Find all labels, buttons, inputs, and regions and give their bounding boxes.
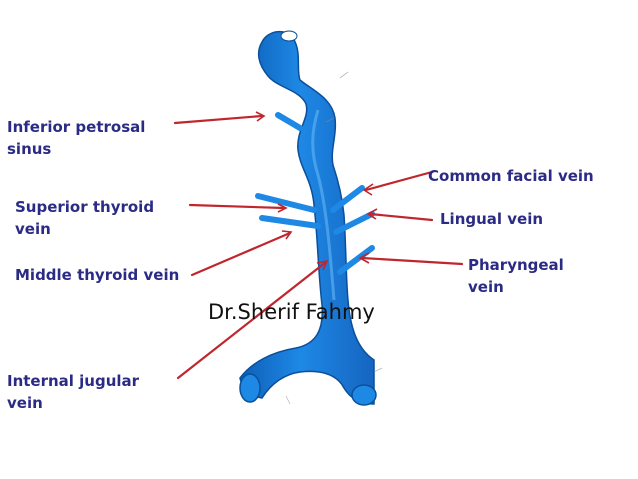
pointer-superior-thyroid <box>188 203 286 210</box>
label-common-facial-vein: Common facial vein <box>428 167 594 185</box>
label-internal-jugular-vein: Internal jugular vein <box>7 370 139 414</box>
vein-cut-end-left <box>239 373 261 403</box>
arrowhead-common-facial <box>362 183 374 196</box>
label-superior-thyroid-vein-line2: vein <box>15 220 51 238</box>
label-pharyngeal-vein-line1: Pharyngeal <box>468 256 564 274</box>
pencil-mark-1 <box>339 71 349 79</box>
common-facial-vein-branch <box>330 185 365 213</box>
label-internal-jugular-vein-line2: vein <box>7 394 43 412</box>
label-lingual-vein: Lingual vein <box>440 210 544 228</box>
pencil-mark-3 <box>373 367 383 373</box>
label-pharyngeal-vein-line2: vein <box>468 278 504 296</box>
pointer-lingual <box>368 212 434 222</box>
superior-thyroid-vein-branch <box>255 193 317 213</box>
pointer-internal-jugular <box>176 260 328 380</box>
label-internal-jugular-vein-line1: Internal jugular <box>7 372 140 390</box>
arrowhead-internal-jugular <box>316 259 329 271</box>
pencil-marks <box>285 71 383 405</box>
internal-jugular-vein-shape <box>239 30 375 405</box>
label-superior-thyroid-vein: Superior thyroid vein <box>15 196 154 240</box>
pencil-mark-4 <box>285 395 291 405</box>
label-inferior-petrosal-sinus: Inferior petrosal sinus <box>7 116 145 160</box>
label-middle-thyroid-vein: Middle thyroid vein <box>15 266 180 284</box>
arrowhead-superior-thyroid <box>277 203 288 213</box>
author-credit: Dr.Sherif Fahmy <box>208 300 375 324</box>
label-pharyngeal-vein: Pharyngeal vein <box>468 254 564 298</box>
middle-thyroid-vein-branch <box>259 215 321 229</box>
arrowhead-middle-thyroid <box>281 230 293 240</box>
label-inferior-petrosal-sinus-line1: Inferior petrosal <box>7 118 146 136</box>
pointer-middle-thyroid <box>190 231 292 277</box>
pointer-inferior-petrosal <box>173 114 264 125</box>
arrowhead-pharyngeal <box>358 252 370 264</box>
lingual-vein-branch <box>333 211 375 235</box>
label-superior-thyroid-vein-line1: Superior thyroid <box>15 198 155 216</box>
pointer-lines <box>173 114 464 380</box>
pencil-mark-2 <box>325 117 335 123</box>
pointer-pharyngeal <box>360 256 464 266</box>
pharyngeal-vein-branch <box>337 245 375 275</box>
pointer-common-facial <box>364 170 434 192</box>
inferior-petrosal-sinus-branch <box>275 112 303 131</box>
vein-cut-end-right <box>351 384 377 406</box>
jugular-bulb-opening <box>280 30 298 42</box>
pointer-arrowheads <box>255 111 378 271</box>
arrowhead-inferior-petrosal <box>255 111 266 122</box>
label-inferior-petrosal-sinus-line2: sinus <box>7 140 52 158</box>
arrowhead-lingual <box>366 208 378 220</box>
vein-highlight <box>311 109 336 301</box>
